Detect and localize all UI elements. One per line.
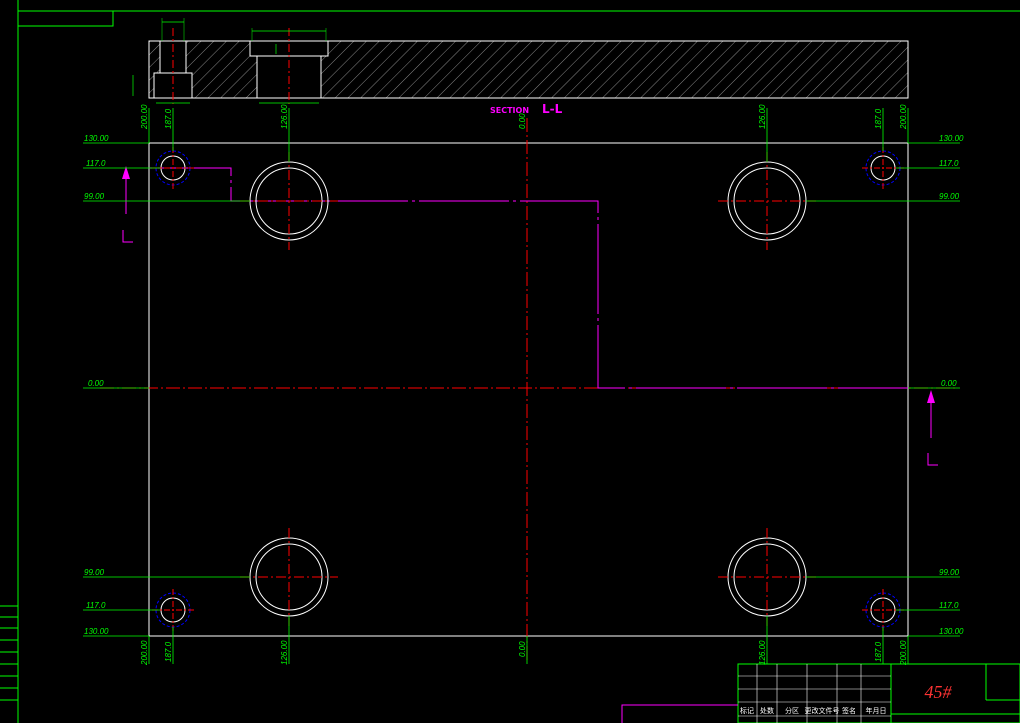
tb-label-3: 更改文件号 [805, 706, 840, 715]
hole-top-left [152, 147, 194, 189]
dim-left-6: 130.00 [84, 627, 109, 636]
bore-top-left [240, 152, 338, 250]
bore-top-right [718, 152, 816, 250]
right-dimensions: 130.00 117.0 99.00 0.00 99.00 117.0 130.… [939, 134, 964, 636]
dim-left-1: 117.0 [86, 159, 106, 168]
bore-bottom-right [718, 528, 816, 626]
tb-label-5: 年月日 [866, 706, 887, 715]
dim-left-5: 117.0 [86, 601, 106, 610]
bore-bottom-left [240, 528, 338, 626]
dim-left-0: 130.00 [84, 134, 109, 143]
section-arrow-bottom: L [925, 390, 938, 476]
tb-label-4: 签名 [842, 706, 856, 715]
dim-top-4: 126.00 [758, 104, 767, 129]
dim-top-5: 187.0 [874, 108, 883, 129]
top-dimensions: 200.00 187.0 126.00 0.00 126.00 187.0 20… [140, 104, 908, 130]
dim-left-3: 0.00 [88, 379, 104, 388]
section-marker-bottom: L [925, 474, 926, 476]
dim-right-2: 99.00 [939, 192, 960, 201]
dim-top-3: 0.00 [518, 113, 527, 129]
tb-label-0: 标记 [740, 706, 754, 715]
dim-right-6: 130.00 [939, 627, 964, 636]
dim-top-6: 200.00 [899, 104, 908, 130]
section-small-dims [132, 18, 327, 104]
section-arrow-top: L [120, 166, 133, 253]
title-block: 45# 标记 处数 分区 更改文件号 签名 年月日 [737, 663, 1020, 723]
dim-right-4: 99.00 [939, 568, 960, 577]
dim-top-0: 200.00 [140, 104, 149, 130]
section-cut-line [149, 167, 908, 389]
dim-left-2: 99.00 [84, 192, 105, 201]
bottom-dimensions: 200.00 187.0 126.00 0.00 126.00 187.0 20… [140, 640, 908, 666]
dim-left-4: 99.00 [84, 568, 105, 577]
dimension-leaders [83, 108, 960, 664]
dim-right-1: 117.0 [939, 159, 959, 168]
dim-bottom-4: 126.00 [758, 640, 767, 665]
material-label: 45# [925, 682, 953, 702]
dim-right-0: 130.00 [939, 134, 964, 143]
section-label-prefix: SECTION [490, 106, 529, 115]
left-margin-table [0, 605, 18, 701]
plate-outline [148, 142, 909, 637]
section-view: SECTION L-L [132, 18, 909, 116]
dim-bottom-6: 200.00 [899, 640, 908, 666]
dim-bottom-0: 200.00 [140, 640, 149, 666]
dim-right-3: 0.00 [941, 379, 957, 388]
dim-bottom-5: 187.0 [874, 641, 883, 662]
dim-bottom-1: 187.0 [164, 641, 173, 662]
note-box [621, 704, 738, 723]
dim-bottom-2: 126.00 [280, 640, 289, 665]
dim-bottom-3: 0.00 [518, 641, 527, 657]
section-marker-top: L [120, 251, 121, 253]
tb-label-2: 分区 [785, 706, 799, 715]
dim-top-2: 126.00 [280, 104, 289, 129]
dim-right-5: 117.0 [939, 601, 959, 610]
dim-top-1: 187.0 [164, 108, 173, 129]
left-dimensions: 130.00 117.0 99.00 0.00 99.00 117.0 130.… [84, 134, 109, 636]
section-label-letters: L-L [542, 102, 563, 116]
tb-label-1: 处数 [760, 706, 774, 715]
plan-view: L L [100, 118, 955, 660]
